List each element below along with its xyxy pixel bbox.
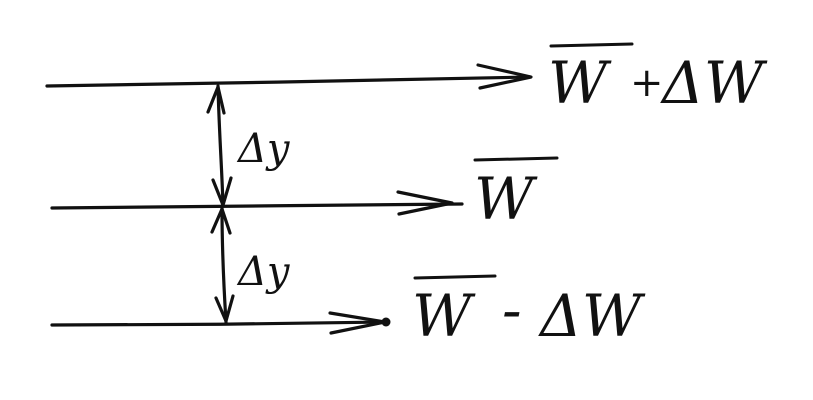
dimension-upper	[206, 84, 233, 208]
gap-lower-label: Δy	[236, 249, 291, 295]
label-bottom-w: W	[412, 282, 476, 350]
streamline-bottom-dot	[381, 317, 391, 327]
label-bottom-overbar	[413, 274, 497, 280]
label-middle: W	[473, 156, 559, 233]
label-top: W + ΔW	[548, 42, 768, 117]
dimension-lower-arrowhead-bottom	[214, 294, 235, 323]
streamline-bottom	[50, 311, 391, 335]
streamline-top-line	[45, 75, 532, 88]
label-top-overbar	[549, 42, 634, 48]
label-middle-overbar	[473, 156, 559, 162]
dimension-upper-arrowhead-bottom	[211, 176, 233, 207]
streamline-top-arrowhead	[476, 63, 533, 90]
label-top-op: +	[630, 60, 664, 106]
dimension-lower-line	[220, 206, 228, 324]
streamline-top	[45, 63, 533, 90]
label-bottom-op: -	[502, 276, 522, 344]
gap-upper-label: Δy	[236, 126, 291, 172]
label-bottom: W - ΔW	[412, 274, 646, 350]
label-middle-w: W	[474, 165, 538, 233]
label-top-w: W	[548, 49, 612, 117]
streamline-middle	[50, 190, 464, 216]
label-bottom-delta: ΔW	[538, 282, 646, 350]
streamline-middle-arrowhead	[396, 190, 454, 216]
dimension-lower-arrowhead-top	[210, 207, 232, 235]
dimension-upper-arrowhead-top	[206, 85, 226, 115]
label-top-delta: ΔW	[660, 49, 768, 117]
streamline-bottom-line	[50, 320, 390, 327]
dimension-lower	[210, 206, 235, 324]
dimension-upper-line	[216, 84, 225, 208]
streamline-middle-line	[50, 202, 464, 210]
